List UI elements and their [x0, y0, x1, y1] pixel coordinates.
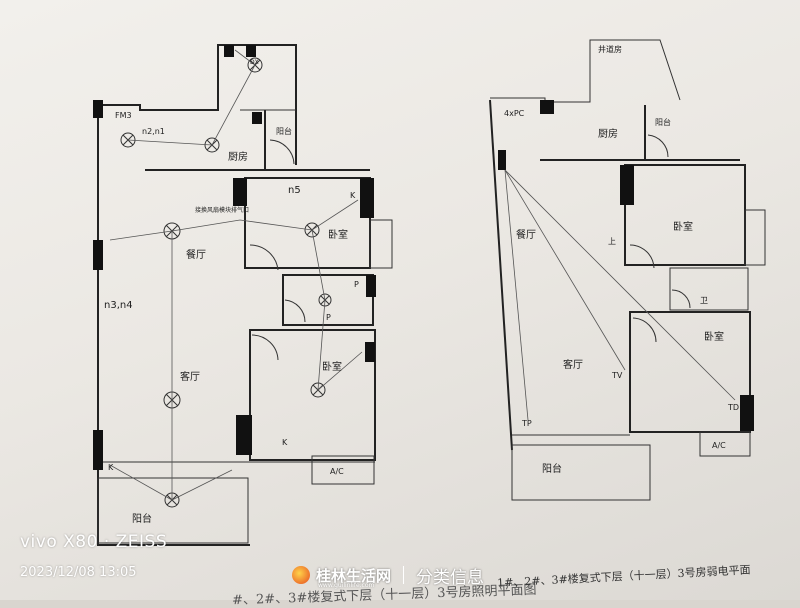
- left-plan-k1-label: K: [350, 191, 356, 200]
- left-plan-door-bedroom-top: [249, 244, 279, 271]
- right-plan-bedroom-bottom-label: 卧室: [704, 330, 724, 343]
- right-plan-dining-label: 餐厅: [516, 228, 536, 241]
- left-plan-k3-label: K: [108, 463, 114, 472]
- left-floor-plan: FM3 n2,n1 厨房 阳台 DX n5 K 接换风扇模块排气口 卧室 餐厅 …: [93, 44, 393, 546]
- right-plan-ac-label: A/C: [712, 441, 726, 450]
- left-plan-column-10: [252, 112, 262, 124]
- site-divider: [403, 566, 405, 584]
- right-plan-column-1: [540, 100, 554, 114]
- light-fixture-icon: [120, 132, 136, 148]
- right-plan-tv-label: TV: [611, 371, 623, 380]
- right-plan-outer-wall: [489, 99, 513, 451]
- left-plan-column-1: [93, 100, 103, 118]
- left-plan-bedroom-bottom-label: 卧室: [322, 360, 342, 373]
- site-name: 桂林生活网: [316, 566, 392, 585]
- left-plan-door-kitchen: [269, 139, 295, 165]
- right-plan-bedroom-bottom-walls: [629, 311, 751, 433]
- right-plan-top-wall: [490, 39, 681, 103]
- right-plan-door-bedroom-top: [629, 244, 655, 269]
- left-plan-column-4: [233, 178, 247, 206]
- right-plan-panel-label: 4xPC: [504, 109, 525, 118]
- left-plan-column-9: [246, 45, 256, 57]
- left-plan-column-11: [365, 342, 375, 362]
- right-plan-balcony-top-label: 阳台: [655, 117, 671, 127]
- left-plan-p2-label: P: [326, 313, 331, 322]
- right-plan-balcony-bottom-label: 阳台: [542, 462, 562, 475]
- left-plan-ac-box: [311, 455, 375, 485]
- right-plan-column-2: [620, 165, 634, 205]
- site-section: 分类信息: [416, 567, 485, 588]
- left-plan-bedroom-top-label: 卧室: [328, 228, 348, 241]
- left-plan-kitchen-label: 厨房: [228, 150, 248, 163]
- left-plan-balcony-top-label: 阳台: [276, 126, 292, 136]
- left-plan-lights: [120, 57, 332, 508]
- right-plan-door-bath: [671, 289, 691, 309]
- right-plan-shaft-label: 井道房: [598, 44, 622, 54]
- right-plan-ac-box: [699, 431, 751, 457]
- left-plan-dx-label: DX: [250, 59, 259, 66]
- left-plan-wiring: [311, 229, 363, 391]
- right-plan-bath-walls: [669, 267, 749, 311]
- left-plan-door-bath: [284, 299, 306, 323]
- right-plan-kitchen-label: 厨房: [598, 127, 618, 140]
- left-plan-column-3: [93, 430, 103, 470]
- right-plan-door-bedroom-bottom: [632, 317, 657, 343]
- site-domain: www.guilinlife.com: [318, 582, 375, 589]
- right-plan-wiring: [504, 169, 736, 401]
- right-plan-bedroom-top-label: 卧室: [673, 220, 693, 233]
- left-plan-column-2: [93, 240, 103, 270]
- left-plan-column-7: [366, 275, 376, 297]
- left-plan-n5-label: n5: [288, 185, 301, 196]
- left-plan-bottom-balcony: [97, 477, 249, 544]
- right-plan-tp-label: TP: [521, 419, 532, 428]
- left-plan-wiring: [109, 230, 173, 241]
- right-plan-bedroom-top-walls: [624, 164, 746, 266]
- left-plan-balcony-bottom-label: 阳台: [132, 512, 152, 525]
- site-logo-icon: [292, 566, 310, 584]
- right-plan-bedroom-top-window: [744, 209, 766, 266]
- left-plan-wiring: [127, 49, 256, 146]
- datetime-watermark: 2023/12/08 13:05: [20, 565, 137, 580]
- left-plan-wiring: [109, 464, 233, 501]
- left-plan-n2n1-label: n2,n1: [142, 127, 165, 136]
- right-plan-stair-label: 上: [608, 237, 616, 246]
- left-plan-fm-label: FM3: [115, 111, 132, 120]
- right-plan-wiring: [504, 169, 626, 371]
- left-plan-top-wall: [98, 44, 297, 165]
- left-plan-column-8: [224, 45, 234, 57]
- left-plan-bath-walls: [282, 274, 374, 326]
- camera-watermark: vivo X80 · ZEISS: [20, 532, 168, 552]
- right-plan-bottom-balcony: [511, 444, 651, 501]
- left-plan-wiring: [171, 199, 359, 232]
- left-plan-n3n4-label: n3,n4: [104, 300, 133, 311]
- left-plan-column-5: [360, 178, 374, 218]
- right-plan-door-kitchen: [647, 134, 669, 158]
- left-plan-p1-label: P: [354, 280, 359, 289]
- right-plan-column-4: [498, 150, 506, 170]
- right-plan-td-label: TD: [727, 403, 739, 412]
- site-watermark: 桂林生活网 www.guilinlife.com 分类信息: [292, 562, 485, 589]
- left-plan-exhaust-note: 接换风扇模块排气口: [195, 206, 249, 214]
- right-plan-wiring: [504, 169, 529, 421]
- left-plan-ac-label: A/C: [330, 467, 344, 476]
- right-plan-column-3: [740, 395, 754, 431]
- left-plan-bedroom-top-window: [369, 219, 393, 269]
- right-plan-living-label: 客厅: [563, 358, 583, 371]
- right-plan-bath-label: 卫: [700, 296, 708, 305]
- left-plan-door-bedroom-bottom: [251, 334, 279, 361]
- left-plan-living-label: 客厅: [180, 370, 200, 383]
- right-floor-plan: 井道房 4xPC 厨房 阳台 餐厅 卧室 上 卫 卧室 客厅 TV TP TD …: [489, 39, 766, 501]
- left-plan-column-6: [236, 415, 252, 455]
- left-plan-k2-label: K: [282, 438, 288, 447]
- left-plan-dining-label: 餐厅: [186, 248, 206, 261]
